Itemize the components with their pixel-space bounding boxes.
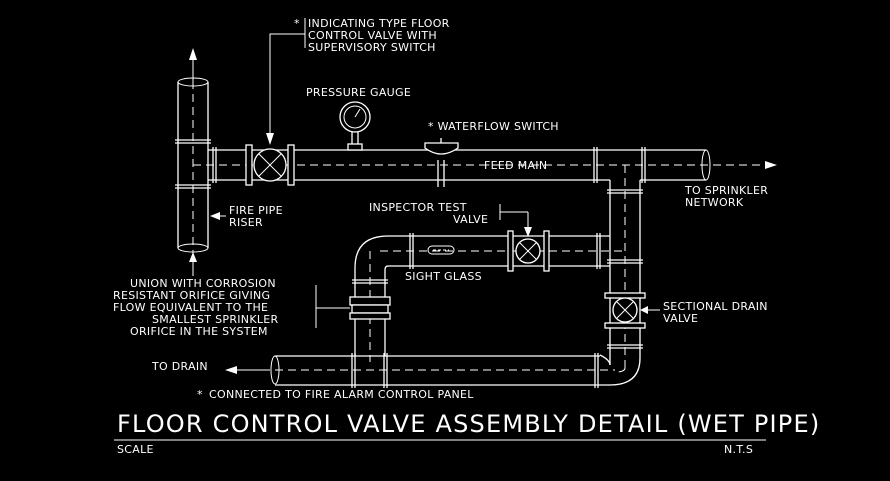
floor-control-valve-leader [266,18,306,145]
waterflow-switch [424,138,459,187]
sectional-drain-label-1: SECTIONAL DRAIN [663,300,768,313]
waterflow-switch-label: * WATERFLOW SWITCH [428,120,559,133]
right-downcomer-pipe [599,165,643,386]
inspector-test-valve [507,230,550,272]
sectional-drain-valve [604,292,646,329]
connected-note-marker: * [197,388,203,401]
floor-control-valve-marker: * [294,17,300,30]
fire-pipe-riser-label-1: FIRE PIPE [229,204,283,217]
to-sprinkler-label-2: NETWORK [685,196,744,209]
inspector-test-branch [354,233,625,271]
fire-pipe-riser [175,55,211,262]
floor-control-valve [245,144,295,186]
scale-label: SCALE [117,443,154,456]
to-sprinkler-label-1: TO SPRINKLER [684,184,768,197]
pressure-gauge [339,101,371,151]
inspector-test-label-2: VALVE [453,213,488,226]
scale-value: N.T.S [724,443,753,456]
inspector-test-leader [499,204,532,237]
sectional-drain-leader [640,306,660,314]
floor-control-valve-label-2: CONTROL VALVE WITH [308,29,437,42]
sight-glass [427,245,455,255]
drawing-title: FLOOR CONTROL VALVE ASSEMBLY DETAIL (WET… [117,410,820,438]
riser-leader [210,212,226,220]
fire-pipe-riser-label-2: RISER [229,216,263,229]
pressure-gauge-label: PRESSURE GAUGE [306,86,411,99]
union-orifice [315,285,391,328]
feed-main-label: FEED MAIN [484,159,547,172]
union-label-4: SMALLEST SPRINKLER [152,313,279,326]
inspector-test-label-1: INSPECTOR TEST [369,201,467,214]
union-label-2: RESISTANT ORIFICE GIVING [113,289,270,302]
floor-control-valve-label-3: SUPERVISORY SWITCH [308,41,436,54]
to-drain-label: TO DRAIN [151,360,208,373]
union-label-1: UNION WITH CORROSION [130,277,276,290]
connected-note-label: CONNECTED TO FIRE ALARM CONTROL PANEL [209,388,474,401]
union-label-3: FLOW EQUIVALENT TO THE [113,301,268,314]
riser-up-arrow [189,48,197,82]
sectional-drain-label-2: VALVE [663,312,698,325]
to-sprinkler-arrow [765,161,777,169]
drain-pipe [262,353,615,388]
floor-control-valve-label-1: INDICATING TYPE FLOOR [308,17,450,30]
sight-glass-label: SIGHT GLASS [405,270,482,283]
union-label-5: ORIFICE IN THE SYSTEM [130,325,268,338]
union-leader [189,252,197,276]
to-drain-arrow [225,366,262,374]
